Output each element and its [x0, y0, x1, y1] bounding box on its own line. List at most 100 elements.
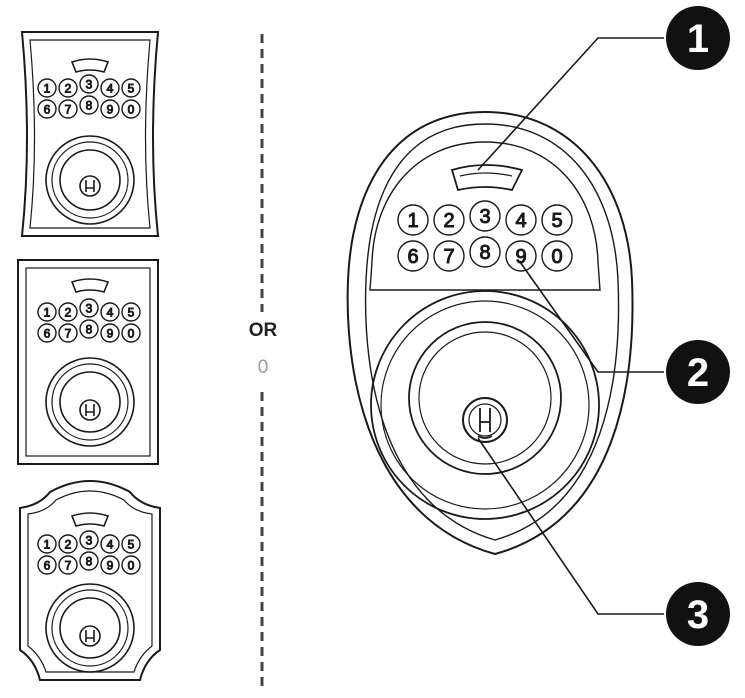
main-key-4-label: 4	[515, 210, 526, 232]
callout-1-leader	[477, 37, 664, 171]
variant-1-key-6-button	[37, 99, 57, 119]
main-key-1-button	[397, 204, 429, 236]
variant-1-key-4-label: 4	[107, 81, 114, 95]
variant-2-key-3-label: 3	[86, 301, 93, 315]
variant-3-key-0-button	[121, 555, 141, 575]
variant-1-key-3-label: 3	[86, 77, 93, 91]
variant-2-key-9-label: 9	[107, 326, 114, 340]
callout-1-number: 1	[687, 17, 709, 61]
variant-1-key-7-button	[58, 99, 78, 119]
main-escutcheon-inner	[364, 123, 620, 541]
variant-3-key-9-label: 9	[107, 558, 114, 572]
main-keyhole	[462, 397, 508, 443]
callout-1: 1	[666, 6, 730, 70]
callout-3-leader	[477, 437, 664, 615]
variant-2-key-5-label: 5	[128, 305, 135, 319]
main-key-7-label: 7	[443, 246, 454, 268]
main-key-2-button	[433, 204, 465, 236]
main-key-2-label: 2	[443, 210, 454, 232]
variant-3-key-5-button	[121, 534, 141, 554]
variant-2-key-1-label: 1	[44, 305, 51, 319]
variant-3-key-4-label: 4	[107, 537, 114, 551]
variant-2-key-5-button	[121, 302, 141, 322]
or-separator-sublabel: 0	[257, 357, 269, 378]
variant-1-key-0-label: 0	[128, 102, 135, 116]
main-cylinder-ring	[408, 321, 562, 475]
main-key-8-button	[469, 236, 501, 268]
variant-1-key-1-button	[37, 78, 57, 98]
callout-1-badge	[666, 6, 730, 70]
variant-2-key-8-label: 8	[86, 322, 93, 336]
main-key-6-label: 6	[407, 246, 418, 268]
variant-3-key-3-label: 3	[86, 533, 93, 547]
variant-2-key-0-button	[121, 323, 141, 343]
variant-1-key-3-button	[79, 74, 99, 94]
variant-1-key-7-label: 7	[65, 102, 72, 116]
variant-2-key-1-button	[37, 302, 57, 322]
variant-3-key-8-button	[79, 551, 99, 571]
callout-2-badge	[666, 340, 730, 404]
keyway-icon	[477, 408, 493, 439]
variant-2-key-4-button	[100, 302, 120, 322]
main-key-9-label: 9	[515, 246, 526, 268]
or-separator-label: OR	[248, 320, 278, 341]
variant-2-key-7-button	[58, 323, 78, 343]
callout-2-number: 2	[687, 351, 709, 395]
variant-3-key-0-label: 0	[128, 558, 135, 572]
main-key-6-button	[397, 240, 429, 272]
variant-1-key-2-button	[58, 78, 78, 98]
variant-3-key-2-label: 2	[65, 537, 72, 551]
variant-1-key-5-label: 5	[128, 81, 135, 95]
main-rose-outer	[370, 290, 600, 520]
variant-3-key-7-label: 7	[65, 558, 72, 572]
variant-2-key-0-label: 0	[128, 326, 135, 340]
main-key-1-label: 1	[407, 210, 418, 232]
variant-2-key-2-label: 2	[65, 305, 72, 319]
callout-3-badge	[666, 582, 730, 646]
callout-leaders	[477, 37, 664, 615]
variant-1-key-8-button	[79, 95, 99, 115]
variant-1-key-2-label: 2	[65, 81, 72, 95]
variant-1-key-9-button	[100, 99, 120, 119]
variant-3-key-3-button	[79, 530, 99, 550]
callout-3-number: 3	[687, 593, 709, 637]
variant-2-key-6-label: 6	[44, 326, 51, 340]
variant-1-key-6-label: 6	[44, 102, 51, 116]
main-key-7-button	[433, 240, 465, 272]
variant-2-key-7-label: 7	[65, 326, 72, 340]
variant-3-key-9-button	[100, 555, 120, 575]
callout-2-leader	[519, 261, 664, 373]
main-key-9-button	[505, 240, 537, 272]
variant-2-key-6-button	[37, 323, 57, 343]
variant-1-key-9-label: 9	[107, 102, 114, 116]
variant-2-key-2-button	[58, 302, 78, 322]
variant-1-key-1-label: 1	[44, 81, 51, 95]
variant-2-key-8-button	[79, 319, 99, 339]
variant-3-key-5-label: 5	[128, 537, 135, 551]
main-key-0-button	[541, 240, 573, 272]
callout-3: 3	[666, 582, 730, 646]
main-key-3-label: 3	[479, 206, 490, 228]
main-key-0-label: 0	[551, 246, 562, 268]
variant-3-key-1-button	[37, 534, 57, 554]
variant-1-key-4-button	[100, 78, 120, 98]
main-escutcheon-outer	[346, 110, 634, 556]
variant-3-key-6-button	[37, 555, 57, 575]
main-key-5-button	[541, 204, 573, 236]
variant-3-key-4-button	[100, 534, 120, 554]
variant-2-key-3-button	[79, 298, 99, 318]
main-key-3-button	[469, 200, 501, 232]
variant-1-key-5-button	[121, 78, 141, 98]
variant-3-key-6-label: 6	[44, 558, 51, 572]
main-key-4-button	[505, 204, 537, 236]
variant-2-key-4-label: 4	[107, 305, 114, 319]
variant-3-key-1-label: 1	[44, 537, 51, 551]
main-light-sensor	[450, 164, 524, 192]
